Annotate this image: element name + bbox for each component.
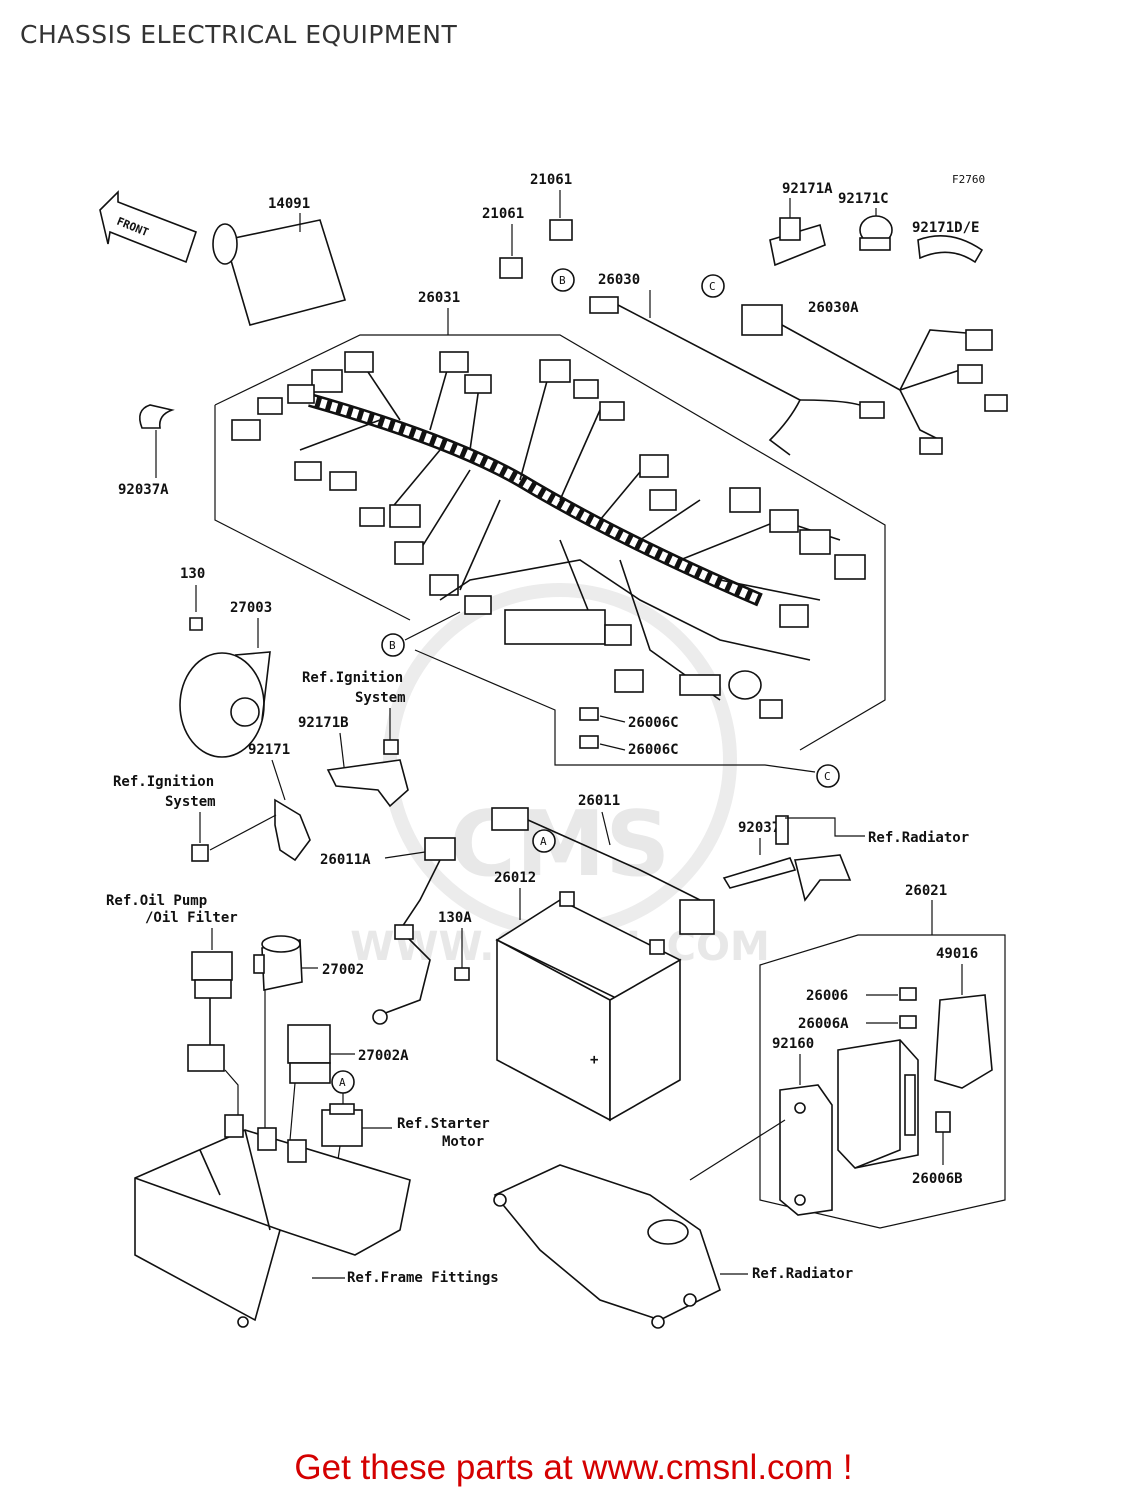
label-92160: 92160 bbox=[772, 1036, 814, 1052]
label-130A: 130A bbox=[438, 910, 472, 926]
part-92171B-bracket bbox=[326, 739, 409, 808]
label-26006C-b: 26006C bbox=[628, 742, 679, 758]
label-26031: 26031 bbox=[418, 290, 460, 306]
label-27003: 27003 bbox=[230, 600, 272, 616]
part-26012-battery: + bbox=[495, 891, 682, 1122]
label-26012: 26012 bbox=[494, 870, 536, 886]
ref-oil-pump-l2: /Oil Filter bbox=[145, 910, 238, 926]
label-27002A: 27002A bbox=[358, 1048, 409, 1064]
label-92037A: 92037A bbox=[118, 482, 169, 498]
svg-text:A: A bbox=[339, 1076, 346, 1089]
part-26021-group-bracket bbox=[759, 934, 1006, 1229]
part-26006C-fuse-a bbox=[579, 707, 599, 721]
label-26030: 26030 bbox=[598, 272, 640, 288]
label-92037: 92037 bbox=[738, 820, 780, 836]
label-26030A: 26030A bbox=[808, 300, 859, 316]
ref-starter-l2: Motor bbox=[442, 1134, 484, 1150]
part-27002A-relay bbox=[287, 1024, 331, 1084]
ref-oil-pump-l1: Ref.Oil Pump bbox=[106, 893, 207, 909]
label-92171: 92171 bbox=[248, 742, 290, 758]
svg-text:C: C bbox=[709, 280, 716, 293]
part-26021-junction-box bbox=[837, 1039, 919, 1169]
marker-a-cable bbox=[532, 829, 556, 853]
part-92171A-clamp bbox=[769, 217, 826, 267]
ref-starter-l1: Ref.Starter bbox=[397, 1116, 490, 1132]
part-oil-relay-harness bbox=[187, 951, 239, 1120]
ref-ignition-lower-l2: System bbox=[165, 794, 216, 810]
ref-ignition-lower-l1: Ref.Ignition bbox=[113, 774, 214, 790]
part-starter-relay bbox=[321, 1103, 363, 1147]
ref-frame-fittings: Ref.Frame Fittings bbox=[347, 1270, 499, 1286]
ref-ignition-upper-l1: Ref.Ignition bbox=[302, 670, 403, 686]
marker-b-harness bbox=[381, 633, 405, 657]
footer-promo: Get these parts at www.cmsnl.com ! bbox=[294, 1448, 853, 1487]
label-26021: 26021 bbox=[905, 883, 947, 899]
svg-text:B: B bbox=[389, 639, 396, 652]
svg-text:+: + bbox=[590, 1052, 598, 1068]
marker-b-top bbox=[551, 268, 575, 292]
part-radiator-shroud bbox=[493, 1164, 721, 1329]
label-92171C: 92171C bbox=[838, 191, 889, 207]
part-21061-clip-a bbox=[549, 219, 573, 241]
part-49016-cover bbox=[934, 994, 993, 1089]
part-130-bolt bbox=[189, 617, 203, 631]
label-26006B: 26006B bbox=[912, 1171, 963, 1187]
part-26030-harness bbox=[589, 296, 885, 456]
part-92171C-clamp bbox=[859, 215, 893, 251]
watermark-main: CMS bbox=[450, 792, 670, 897]
part-26031-ecu-connector bbox=[504, 609, 606, 645]
part-26006C-fuse-b bbox=[579, 735, 599, 749]
svg-text:A: A bbox=[540, 835, 547, 848]
part-92171-bracket bbox=[191, 798, 311, 862]
label-49016: 49016 bbox=[936, 946, 978, 962]
part-27003-horn bbox=[179, 651, 271, 758]
parts-diagram: CMS WWW.CMSNL.COM F2760 FRONT 14091 2106… bbox=[99, 172, 1008, 1329]
part-92037A-clip bbox=[139, 404, 175, 429]
part-26031-main-harness bbox=[231, 351, 866, 719]
label-26011A: 26011A bbox=[320, 852, 371, 868]
label-130: 130 bbox=[180, 566, 205, 582]
label-27002: 27002 bbox=[322, 962, 364, 978]
svg-text:B: B bbox=[559, 274, 566, 287]
part-92037-bracket bbox=[722, 815, 852, 902]
label-26006: 26006 bbox=[806, 988, 848, 1004]
ref-radiator-lower: Ref.Radiator bbox=[752, 1266, 853, 1282]
page-title: CHASSIS ELECTRICAL EQUIPMENT bbox=[20, 20, 458, 49]
label-26006C-a: 26006C bbox=[628, 715, 679, 731]
label-92171B: 92171B bbox=[298, 715, 349, 731]
label-14091: 14091 bbox=[268, 196, 310, 212]
part-14091-cylinder bbox=[212, 219, 347, 326]
part-26031-group-bracket bbox=[214, 334, 886, 751]
part-27002-relay bbox=[253, 935, 303, 991]
front-arrow-icon: FRONT bbox=[99, 190, 198, 264]
part-26006-fuse bbox=[899, 987, 917, 1001]
part-21061-clip-b bbox=[499, 257, 523, 279]
part-92171DE-clamp bbox=[917, 234, 984, 264]
label-26006A: 26006A bbox=[798, 1016, 849, 1032]
part-26011A-cable bbox=[372, 837, 456, 1025]
part-battery-case bbox=[134, 1114, 411, 1328]
label-26011: 26011 bbox=[578, 793, 620, 809]
diagram-code: F2760 bbox=[952, 173, 985, 186]
part-26006B-fuse bbox=[935, 1111, 951, 1133]
ref-radiator-upper: Ref.Radiator bbox=[868, 830, 969, 846]
ref-ignition-upper-l2: System bbox=[355, 690, 406, 706]
part-130A-bolt bbox=[454, 967, 470, 981]
part-26011-cable bbox=[491, 807, 715, 935]
part-26030A-harness bbox=[741, 304, 1008, 455]
marker-c-top bbox=[701, 274, 725, 298]
label-92171DE: 92171D/E bbox=[912, 220, 979, 236]
part-26006A-fuse bbox=[899, 1015, 917, 1029]
part-92160-bracket bbox=[779, 1084, 833, 1216]
label-92171A: 92171A bbox=[782, 181, 833, 197]
svg-text:C: C bbox=[824, 770, 831, 783]
label-21061-b: 21061 bbox=[482, 206, 524, 222]
marker-c-harness bbox=[816, 764, 840, 788]
label-21061-a: 21061 bbox=[530, 172, 572, 188]
